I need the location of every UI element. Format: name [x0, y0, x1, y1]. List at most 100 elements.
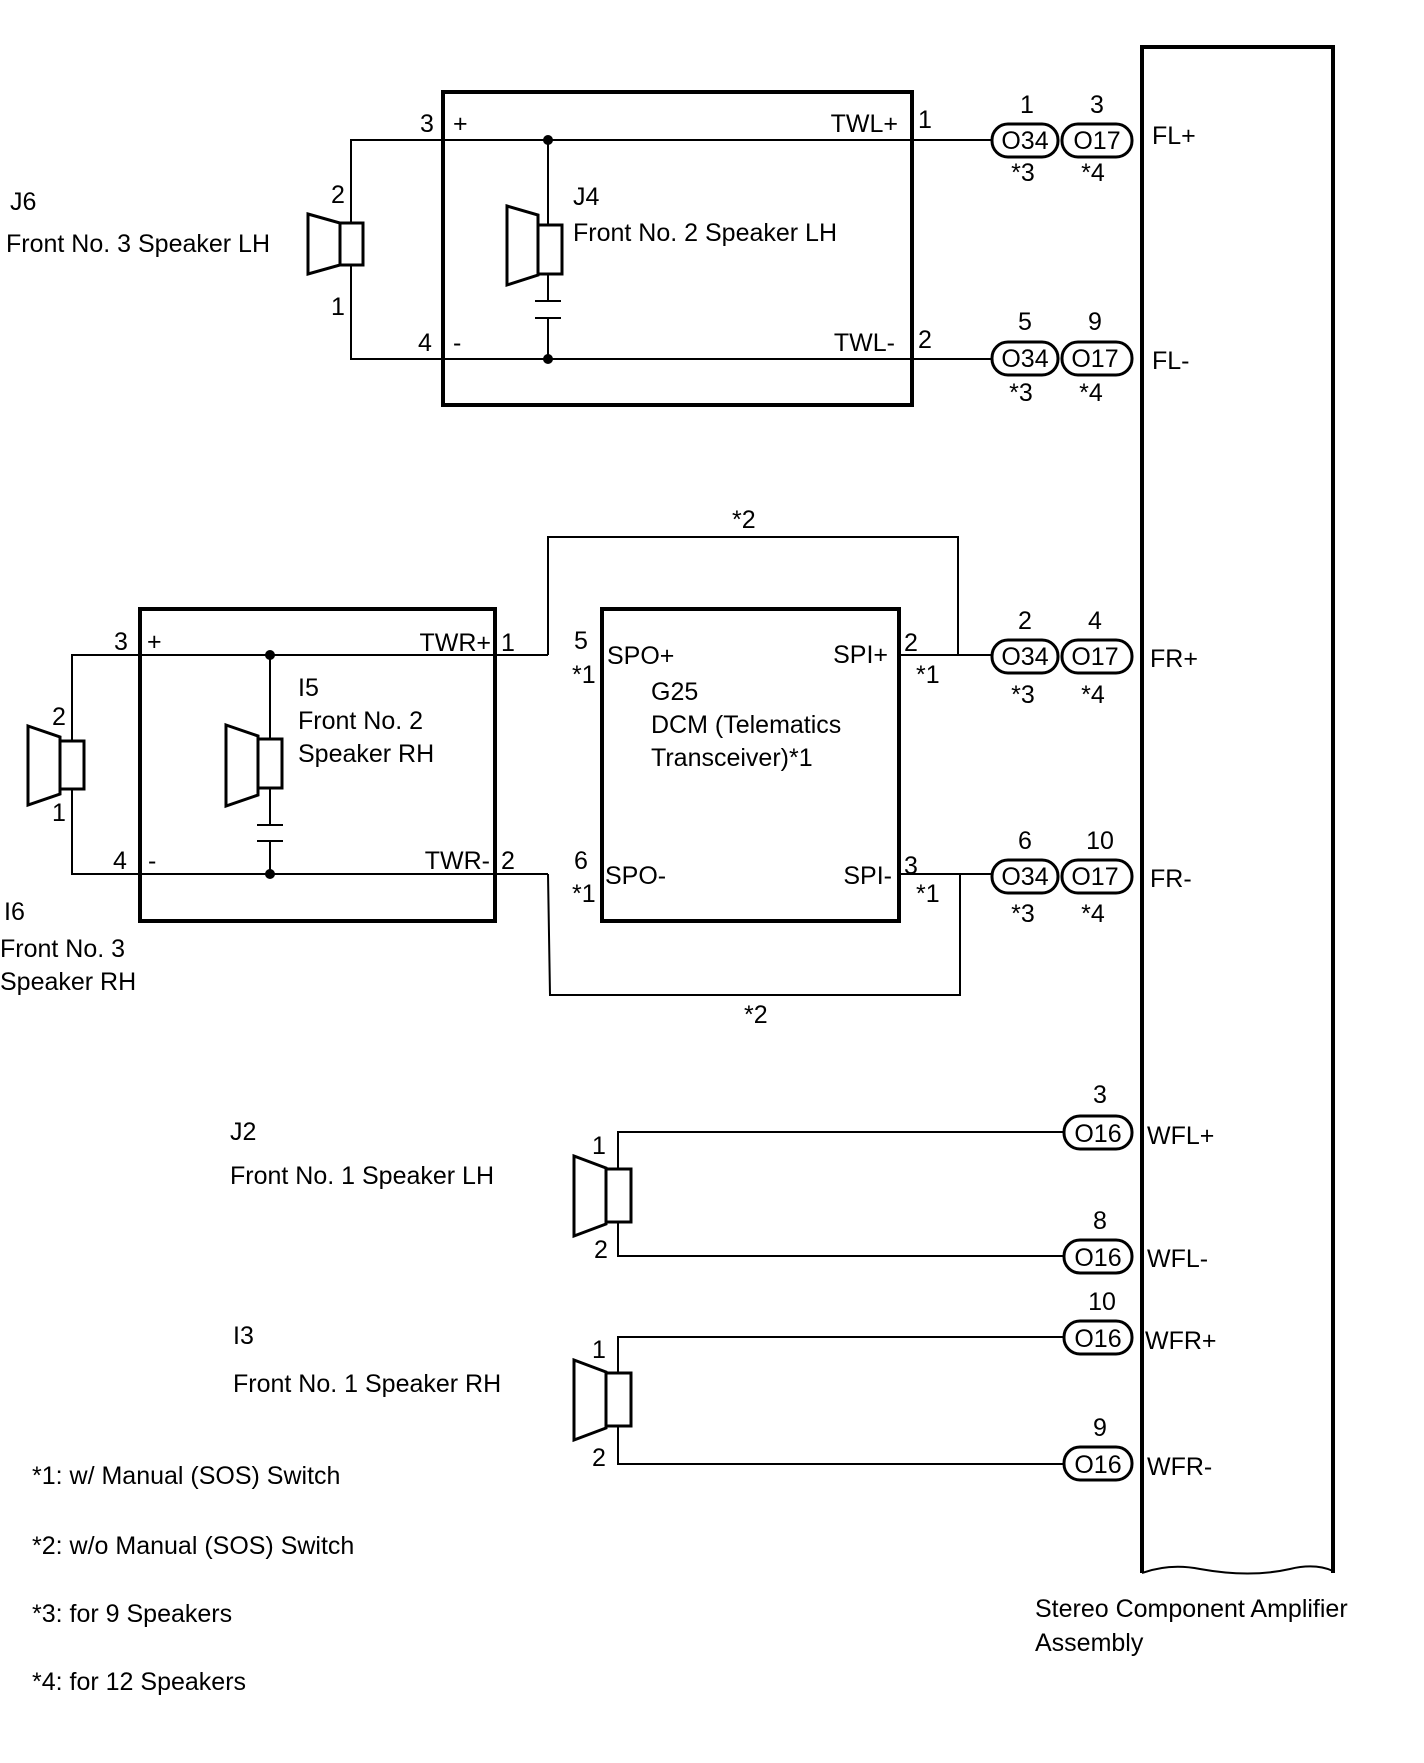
amplifier-label: Stereo Component Amplifier	[1035, 1595, 1348, 1623]
svg-text:*3: *3	[1009, 379, 1033, 407]
i5-box	[138, 607, 497, 923]
svg-text:O34: O34	[1001, 863, 1048, 891]
svg-text:O34: O34	[1001, 345, 1048, 373]
i3-pin-1: 1	[592, 1336, 606, 1364]
j4-out-pin-1: 1	[918, 106, 932, 134]
i5-pin-3: 3	[114, 628, 128, 656]
footnote-1: *1: w/ Manual (SOS) Switch	[32, 1462, 340, 1490]
g25-pin-6: 6	[574, 847, 588, 875]
speaker-i3	[572, 1357, 633, 1443]
svg-text:3: 3	[1093, 1081, 1107, 1109]
i6-code: I6	[4, 898, 25, 926]
amplifier-label-2: Assembly	[1035, 1629, 1144, 1657]
connector-o16-wfr-plus: O16 10	[1062, 1288, 1134, 1356]
amp-pin-fr-minus: FR-	[1150, 865, 1192, 893]
svg-text:O34: O34	[1001, 127, 1048, 155]
j4-pin-4: 4	[418, 329, 432, 357]
j2-pin-1: 1	[592, 1132, 606, 1160]
i5-twr-minus: TWR-	[425, 847, 490, 875]
svg-text:10: 10	[1086, 827, 1114, 855]
amp-pin-wfr-plus: WFR+	[1145, 1327, 1217, 1355]
j4-out-pin-2: 2	[918, 326, 932, 354]
connector-o17-fr-minus: O17 10 *4	[1060, 827, 1134, 928]
svg-text:8: 8	[1093, 1207, 1107, 1235]
j4-box	[441, 90, 914, 407]
j4-pin-3: 3	[420, 110, 434, 138]
svg-text:O17: O17	[1071, 345, 1118, 373]
speaker-i5	[224, 722, 284, 809]
i5-sign-plus: +	[147, 628, 162, 656]
i3-name: Front No. 1 Speaker RH	[233, 1370, 501, 1398]
svg-text:O16: O16	[1074, 1451, 1121, 1479]
j2-code: J2	[230, 1118, 256, 1146]
svg-text:*3: *3	[1011, 159, 1035, 187]
svg-text:1: 1	[1020, 91, 1034, 119]
bypass-note-bottom: *2	[744, 1001, 768, 1029]
j4-sign-plus: +	[453, 110, 468, 138]
speaker-j2	[572, 1153, 633, 1239]
g25-name-1: DCM (Telematics	[651, 711, 841, 739]
g25-spo-minus: SPO-	[605, 862, 666, 890]
connector-o34-fr-plus: O34 2 *3	[990, 607, 1060, 709]
connector-o17-fl-minus: O17 9 *4	[1060, 308, 1134, 407]
j6-code: J6	[10, 188, 36, 216]
svg-text:4: 4	[1088, 607, 1102, 635]
svg-text:10: 10	[1088, 1288, 1116, 1316]
connector-o34-fr-minus: O34 6 *3	[990, 827, 1060, 928]
connector-o17-fl-plus: O17 3 *4	[1060, 91, 1134, 187]
svg-text:9: 9	[1088, 308, 1102, 336]
j2-pin-2: 2	[594, 1236, 608, 1264]
i6-name-2: Speaker RH	[0, 968, 136, 996]
footnote-3: *3: for 9 Speakers	[32, 1600, 232, 1628]
g25-spo-plus: SPO+	[607, 642, 674, 670]
svg-text:O17: O17	[1071, 643, 1118, 671]
g25-note-1b: *1	[572, 880, 596, 908]
j4-name: Front No. 2 Speaker LH	[573, 219, 837, 247]
i6-pin-1: 1	[52, 799, 66, 827]
i5-out-pin-2: 2	[501, 847, 515, 875]
connector-o17-fr-plus: O17 4 *4	[1060, 607, 1134, 709]
i5-code: I5	[298, 674, 319, 702]
connector-o34-fl-minus: O34 5 *3	[990, 308, 1060, 407]
connector-o16-wfl-minus: O16 8	[1062, 1207, 1134, 1275]
svg-text:O16: O16	[1074, 1120, 1121, 1148]
amp-pin-fl-minus: FL-	[1152, 347, 1190, 375]
svg-text:9: 9	[1093, 1414, 1107, 1442]
speaker-j6	[306, 212, 365, 276]
amplifier-assembly: Stereo Component Amplifier Assembly	[1035, 45, 1348, 1657]
i5-out-pin-1: 1	[501, 629, 515, 657]
svg-text:*4: *4	[1081, 159, 1105, 187]
svg-text:*4: *4	[1081, 900, 1105, 928]
i6-name-1: Front No. 3	[0, 935, 125, 963]
svg-text:6: 6	[1018, 827, 1032, 855]
amp-pin-fr-plus: FR+	[1150, 645, 1198, 673]
speaker-j4	[505, 204, 564, 288]
connector-o16-wfl-plus: O16 3	[1062, 1081, 1134, 1151]
svg-text:*3: *3	[1011, 900, 1035, 928]
svg-text:*3: *3	[1011, 681, 1035, 709]
i6-pin-2: 2	[52, 703, 66, 731]
j4-twl-plus: TWL+	[831, 110, 898, 138]
i5-name-2: Speaker RH	[298, 740, 434, 768]
g25-note-1a: *1	[572, 661, 596, 689]
connector-o34-fl-plus: O34 1 *3	[990, 91, 1060, 187]
g25-note-1c: *1	[916, 661, 940, 689]
g25-spi-minus: SPI-	[843, 862, 892, 890]
i5-twr-plus: TWR+	[419, 629, 491, 657]
amp-pin-wfl-minus: WFL-	[1147, 1245, 1208, 1273]
j6-name: Front No. 3 Speaker LH	[6, 230, 270, 258]
g25-note-1d: *1	[916, 880, 940, 908]
svg-text:*4: *4	[1079, 379, 1103, 407]
svg-text:*4: *4	[1081, 681, 1105, 709]
amp-pin-wfl-plus: WFL+	[1147, 1122, 1214, 1150]
g25-name-2: Transceiver)*1	[651, 744, 813, 772]
svg-text:3: 3	[1090, 91, 1104, 119]
j4-sign-minus: -	[453, 329, 461, 357]
svg-text:O17: O17	[1071, 863, 1118, 891]
j2-name: Front No. 1 Speaker LH	[230, 1162, 494, 1190]
j4-twl-minus: TWL-	[834, 329, 895, 357]
svg-text:O17: O17	[1073, 127, 1120, 155]
g25-pin-2: 2	[904, 629, 918, 657]
g25-box	[600, 607, 901, 923]
